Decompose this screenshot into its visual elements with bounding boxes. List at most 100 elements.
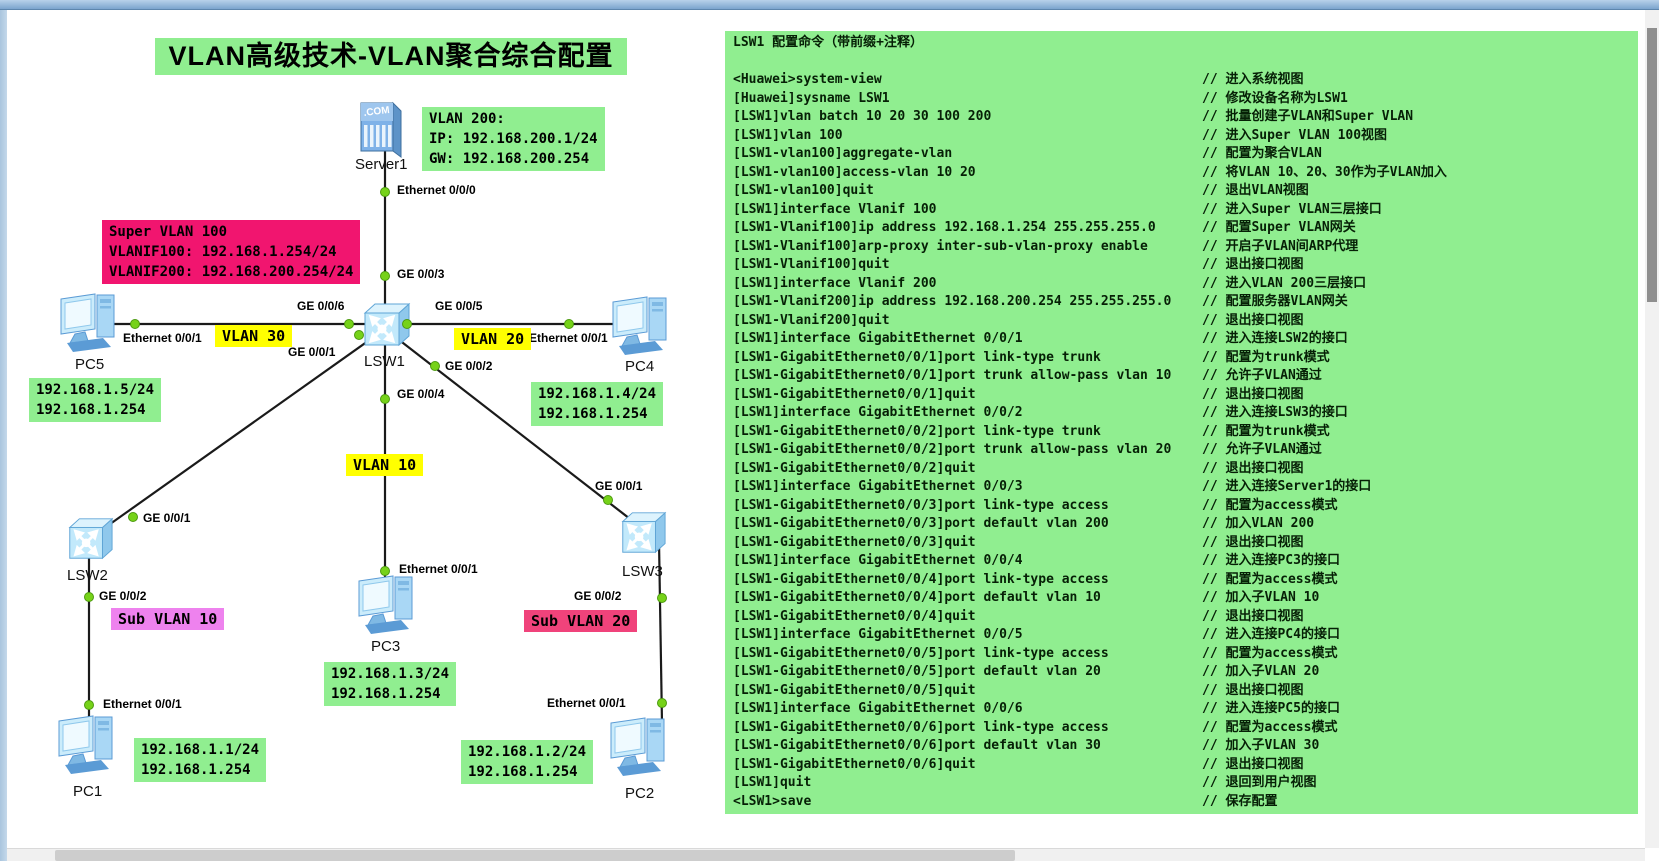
port-dot [380,271,390,281]
config-command: [LSW1-GigabitEthernet0/0/4]quit [733,608,976,624]
config-line: [LSW1-vlan100]access-vlan 10 20 // 将VLAN… [733,164,1630,183]
config-command: [LSW1-GigabitEthernet0/0/4]port default … [733,590,1101,605]
config-command: [LSW1]interface Vlanif 100 [733,201,937,217]
pc1-node[interactable] [53,711,119,782]
switch-icon [64,517,114,568]
vertical-scrollbar-thumb[interactable] [1647,28,1657,302]
config-line: <LSW1>save // 保存配置 [733,793,1630,812]
config-line: <Huawei>system-view // 进入系统视图 [733,71,1630,90]
config-comment: // 配置为trunk模式 [1202,423,1330,439]
config-comment: // 配置Super VLAN网关 [1202,220,1356,235]
config-command: [LSW1-GigabitEthernet0/0/2]port trunk al… [733,442,1172,457]
config-comment: // 允许子VLAN通过 [1202,442,1322,457]
topology-canvas[interactable]: VLAN高级技术-VLAN聚合综合配置 .COM Server1 VLAN 20… [7,11,1645,848]
config-line: [LSW1]interface GigabitEthernet 0/0/3 //… [733,478,1630,497]
lsw3-node[interactable] [617,508,667,563]
config-command: [LSW1-GigabitEthernet0/0/2]quit [733,460,976,476]
config-panel: LSW1 配置命令（带前缀+注释） <Huawei>system-view //… [725,31,1638,814]
config-line: [LSW1-GigabitEthernet0/0/6]port default … [733,737,1630,756]
config-command: [LSW1]interface GigabitEthernet 0/0/3 [733,479,1023,494]
svg-text:.COM: .COM [363,105,390,119]
config-line: [LSW1-GigabitEthernet0/0/3]quit // 退出接口视… [733,534,1630,553]
port-label-eth001-pc2: Ethernet 0/0/1 [547,696,626,710]
port-label-eth000: Ethernet 0/0/0 [397,183,476,197]
pc5-node[interactable] [55,289,121,360]
port-dot [84,700,94,710]
port-label-ge001-lsw2: GE 0/0/1 [143,511,191,525]
config-comment: // 退出接口视图 [1202,756,1304,772]
config-line: [LSW1-GigabitEthernet0/0/2]port trunk al… [733,441,1630,460]
config-comment: // 进入Super VLAN 100视图 [1202,127,1388,143]
config-comment: // 加入子VLAN 10 [1202,590,1320,605]
device-label-pc5: PC5 [75,356,105,373]
device-label-lsw2: LSW2 [67,567,108,584]
pc4-node[interactable] [607,292,673,363]
device-label-pc3: PC3 [371,638,401,655]
config-comment: // 退出接口视图 [1202,257,1304,272]
pc-icon [55,293,121,359]
config-comment: // 进入系统视图 [1202,72,1304,87]
config-line: [Huawei]sysname LSW1 // 修改设备名称为LSW1 [733,90,1630,109]
port-dot [344,319,354,329]
port-label-eth001-pc4: Ethernet 0/0/1 [529,331,608,345]
config-comment: // 加入VLAN 200 [1202,516,1315,531]
config-command: [LSW1-GigabitEthernet0/0/2]port link-typ… [733,423,1101,439]
config-comment: // 配置为聚合VLAN [1202,146,1322,161]
port-label-ge001-lsw3: GE 0/0/1 [595,479,643,493]
port-dot [84,592,94,602]
device-label-pc2: PC2 [625,785,655,802]
port-label-ge003: GE 0/0/3 [397,267,445,281]
device-label-pc1: PC1 [73,783,103,800]
switch-icon [617,511,667,562]
pc-icon [605,717,671,783]
config-command: [LSW1-GigabitEthernet0/0/1]quit [733,386,976,402]
pc2-node[interactable] [605,713,671,784]
config-comment: // 退出接口视图 [1202,608,1304,624]
config-line: [LSW1-GigabitEthernet0/0/5]port default … [733,663,1630,682]
config-command: [LSW1]interface GigabitEthernet 0/0/4 [733,553,1023,568]
port-dot [657,698,667,708]
config-line: [LSW1]interface GigabitEthernet 0/0/6 //… [733,700,1630,719]
port-label-ge001-lsw1: GE 0/0/1 [288,345,336,359]
horizontal-scrollbar-thumb[interactable] [55,850,1015,861]
config-comment: // 配置为access模式 [1202,645,1338,661]
config-command: <LSW1>save [733,793,812,809]
config-comment: // 配置服务器VLAN网关 [1202,294,1348,309]
port-dot [380,566,390,576]
config-comment: // 进入连接LSW2的接口 [1202,331,1348,346]
vlan10-tag: VLAN 10 [346,454,424,476]
port-dot [603,495,613,505]
port-dot [354,330,364,340]
config-line: [LSW1-GigabitEthernet0/0/5]quit // 退出接口视… [733,682,1630,701]
config-command: [LSW1]interface GigabitEthernet 0/0/6 [733,701,1023,716]
server1-node[interactable]: .COM [357,99,403,164]
port-dot [380,187,390,197]
pc3-node[interactable] [353,571,419,642]
config-comment: // 退出接口视图 [1202,312,1304,328]
horizontal-scrollbar[interactable] [7,848,1645,861]
vlan30-tag: VLAN 30 [215,325,293,347]
vertical-scrollbar[interactable] [1645,10,1659,848]
config-line: [LSW1-vlan100]quit // 退出VLAN视图 [733,182,1630,201]
port-label-ge005: GE 0/0/5 [435,299,483,313]
lsw2-node[interactable] [64,514,114,569]
config-comment: // 退出接口视图 [1202,534,1304,550]
config-line: [LSW1-GigabitEthernet0/0/4]quit // 退出接口视… [733,608,1630,627]
config-comment: // 退出接口视图 [1202,460,1304,476]
config-comment: // 开启子VLAN间ARP代理 [1202,238,1359,254]
config-line: [LSW1-GigabitEthernet0/0/6]port link-typ… [733,719,1630,738]
config-line: [LSW1-GigabitEthernet0/0/1]port link-typ… [733,349,1630,368]
port-label-ge002-lsw3: GE 0/0/2 [574,589,622,603]
window-titlebar [0,0,1659,10]
config-command: [LSW1-Vlanif200]quit [733,312,890,328]
config-line: [LSW1-GigabitEthernet0/0/6]quit // 退出接口视… [733,756,1630,775]
config-line: [LSW1-Vlanif100]quit // 退出接口视图 [733,256,1630,275]
config-line: [LSW1-GigabitEthernet0/0/1]quit // 退出接口视… [733,386,1630,405]
config-comment: // 加入子VLAN 20 [1202,664,1320,679]
config-line: [LSW1]interface GigabitEthernet 0/0/5 //… [733,626,1630,645]
